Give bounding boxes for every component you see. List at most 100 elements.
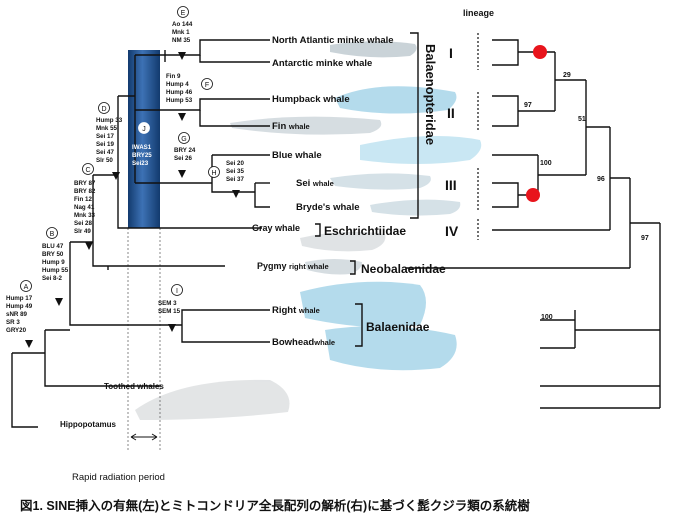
species-labels: North Atlantic minke whale Antarctic min… xyxy=(60,35,394,429)
label-toothed: Toothed whales xyxy=(104,382,164,391)
label-bowhead: Bowheadwhale xyxy=(272,337,335,348)
svg-text:BRY 24: BRY 24 xyxy=(174,147,196,154)
node-b: B BLU 47 BRY 50 Hump 9 Hump 55 Sei 8-2 xyxy=(42,227,69,282)
svg-text:G: G xyxy=(181,136,186,143)
svg-text:Sei 19: Sei 19 xyxy=(96,141,114,148)
svg-text:sNR 89: sNR 89 xyxy=(6,311,28,318)
whale-illustrations xyxy=(135,41,482,420)
svg-text:100: 100 xyxy=(540,160,552,167)
lineage-i: I xyxy=(449,45,453,61)
radiation-label: Rapid radiation period xyxy=(72,472,165,483)
label-antarctic-minke: Antarctic minke whale xyxy=(272,58,372,69)
svg-text:BRY 82: BRY 82 xyxy=(74,188,96,195)
humpback-whale-illustration xyxy=(335,86,457,114)
svg-text:B: B xyxy=(50,231,55,238)
node-h: H Sei 20 Sei 35 Sei 37 xyxy=(208,160,244,183)
sperm-whale-illustration xyxy=(135,379,290,420)
svg-text:GRY20: GRY20 xyxy=(6,327,27,334)
svg-text:Ao 144: Ao 144 xyxy=(172,21,193,28)
sine-tree xyxy=(11,39,270,428)
node-g: G BRY 24 Sei 26 xyxy=(174,132,196,162)
right-whale-illustration xyxy=(300,281,426,328)
svg-text:Nag 41: Nag 41 xyxy=(74,204,95,211)
svg-text:E: E xyxy=(181,10,186,17)
sei-whale-illustration xyxy=(330,173,431,190)
svg-text:Sei 47: Sei 47 xyxy=(96,149,114,156)
node-d: D Hump 33 Mnk 55 Sei 17 Sei 19 Sei 47 Sl… xyxy=(96,102,123,164)
lineage-header: lineage xyxy=(463,8,494,18)
lineage-iv: IV xyxy=(445,223,459,239)
svg-text:BRY25: BRY25 xyxy=(132,152,152,159)
svg-text:Sei 37: Sei 37 xyxy=(226,176,244,183)
svg-text:SEM 3: SEM 3 xyxy=(158,300,177,307)
label-humpback: Humpback whale xyxy=(272,94,350,105)
figure-caption: 図1. SINE挿入の有無(左)とミトコンドリア全長配列の解析(右)に基づく髭ク… xyxy=(20,498,530,513)
svg-text:29: 29 xyxy=(563,72,571,79)
pygmy-right-whale-illustration xyxy=(305,259,362,275)
label-brydes: Bryde's whale xyxy=(296,202,360,213)
node-j: J IWAS1 BRY25 Sei23 xyxy=(132,122,152,167)
svg-text:BRY 50: BRY 50 xyxy=(42,251,64,258)
svg-text:Sei23: Sei23 xyxy=(132,160,149,167)
svg-text:Hump 49: Hump 49 xyxy=(6,303,33,310)
svg-text:Hump 9: Hump 9 xyxy=(42,259,65,266)
node-e: E Ao 144 Mnk 1 NM 35 xyxy=(172,6,193,44)
family-neobalaenidae: Neobalaenidae xyxy=(361,262,446,276)
svg-text:BLU 47: BLU 47 xyxy=(42,243,64,250)
red-dot-lineage-i xyxy=(533,45,547,59)
svg-text:J: J xyxy=(142,126,146,133)
svg-text:Sei 28: Sei 28 xyxy=(74,220,92,227)
svg-text:Mnk 33: Mnk 33 xyxy=(74,212,96,219)
node-markers xyxy=(25,52,240,348)
svg-text:Hump 53: Hump 53 xyxy=(166,97,193,104)
lineage-iii: III xyxy=(445,177,457,193)
bowhead-whale-illustration xyxy=(325,326,457,371)
label-blue: Blue whale xyxy=(272,150,322,161)
svg-text:Fin 12: Fin 12 xyxy=(74,196,92,203)
svg-text:Hump 55: Hump 55 xyxy=(42,267,69,274)
label-pygmy: Pygmy right whale xyxy=(257,261,329,271)
node-c: C BRY 87 BRY 82 Fin 12 Nag 41 Mnk 33 Sei… xyxy=(74,163,96,235)
family-eschrichtiidae: Eschrichtiidae xyxy=(324,224,406,238)
svg-text:SR 3: SR 3 xyxy=(6,319,20,326)
label-hippo: Hippopotamus xyxy=(60,420,117,429)
brydes-whale-illustration xyxy=(370,199,461,216)
svg-text:Sei 20: Sei 20 xyxy=(226,160,244,167)
lineage-ii: II xyxy=(447,105,455,121)
svg-text:97: 97 xyxy=(524,102,532,109)
radiation-double-arrow xyxy=(130,433,158,441)
svg-text:IWAS1: IWAS1 xyxy=(132,144,152,151)
svg-text:Mnk 1: Mnk 1 xyxy=(172,29,190,36)
svg-text:Slr 49: Slr 49 xyxy=(74,228,91,235)
svg-text:Fin 9: Fin 9 xyxy=(166,73,181,80)
family-balaenidae: Balaenidae xyxy=(366,320,430,334)
rapid-radiation-bar xyxy=(128,50,160,228)
node-a: A Hump 17 Hump 49 sNR 89 SR 3 GRY20 xyxy=(6,280,33,334)
svg-text:C: C xyxy=(85,167,90,174)
label-right: Right whale xyxy=(272,305,320,316)
fin-whale-illustration xyxy=(230,116,382,135)
red-dot-lineage-iii xyxy=(526,188,540,202)
svg-text:SEM 15: SEM 15 xyxy=(158,308,181,315)
bootstrap-values: 29 97 51 100 96 97 100 xyxy=(524,72,649,321)
svg-text:Hump 33: Hump 33 xyxy=(96,117,123,124)
svg-text:Sei 17: Sei 17 xyxy=(96,133,114,140)
svg-text:BRY 87: BRY 87 xyxy=(74,180,96,187)
svg-text:Hump 46: Hump 46 xyxy=(166,89,193,96)
svg-text:F: F xyxy=(205,82,209,89)
svg-text:Sei 8-2: Sei 8-2 xyxy=(42,275,63,282)
blue-whale-illustration xyxy=(360,136,482,164)
svg-text:I: I xyxy=(176,288,178,295)
svg-text:Sei 35: Sei 35 xyxy=(226,168,244,175)
svg-text:Sei 26: Sei 26 xyxy=(174,155,192,162)
svg-text:96: 96 xyxy=(597,176,605,183)
family-brackets xyxy=(315,32,419,347)
label-fin: Fin whale xyxy=(272,121,310,132)
svg-text:H: H xyxy=(211,170,216,177)
svg-text:100: 100 xyxy=(541,314,553,321)
svg-text:D: D xyxy=(101,106,106,113)
svg-text:A: A xyxy=(24,284,29,291)
svg-text:NM 35: NM 35 xyxy=(172,37,191,44)
label-na-minke: North Atlantic minke whale xyxy=(272,35,394,46)
